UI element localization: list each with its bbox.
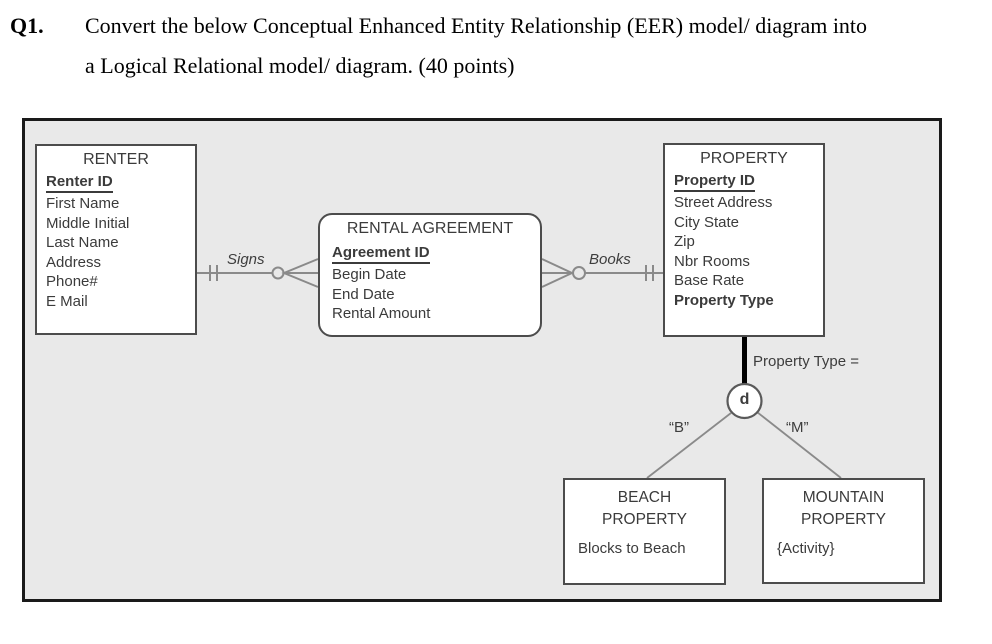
entity-renter-attributes: Renter ID First Name Middle Initial Last…: [37, 169, 195, 311]
entity-rental-agreement: RENTAL AGREEMENT Agreement ID Begin Date…: [318, 213, 542, 337]
attr-email: E Mail: [46, 292, 88, 310]
attr-blocks-to-beach: Blocks to Beach: [578, 540, 686, 557]
attr-property-id: Property ID: [674, 172, 755, 192]
attr-street-address: Street Address: [674, 194, 773, 211]
attr-begin-date: Begin Date: [332, 266, 407, 283]
entity-beach-property: BEACH PROPERTY Blocks to Beach: [563, 478, 726, 585]
entity-mountain-property: MOUNTAIN PROPERTY {Activity}: [762, 478, 925, 584]
attr-address: Address: [46, 253, 102, 271]
attr-nbr-rooms: Nbr Rooms: [674, 252, 750, 270]
books-relationship-label: Books: [589, 251, 631, 268]
question-number: Q1.: [10, 13, 44, 38]
attr-agreement-id: Agreement ID: [332, 244, 430, 264]
mountain-subtype-value-label: “M”: [786, 419, 809, 436]
attr-phone: Phone#: [46, 273, 98, 290]
attr-property-type: Property Type: [674, 291, 774, 309]
entity-beach-property-title: BEACH PROPERTY: [602, 489, 687, 528]
entity-renter-title: RENTER: [83, 151, 149, 168]
entity-property: PROPERTY Property ID Street Address City…: [663, 143, 825, 337]
attr-zip: Zip: [674, 233, 695, 250]
entity-renter: RENTER Renter ID First Name Middle Initi…: [35, 144, 197, 335]
attr-rental-amount: Rental Amount: [332, 305, 431, 322]
attr-city-state: City State: [674, 213, 740, 231]
entity-mountain-property-title: MOUNTAIN PROPERTY: [801, 489, 886, 528]
attr-last-name: Last Name: [46, 234, 119, 251]
attr-renter-id: Renter ID: [46, 173, 113, 193]
entity-rental-agreement-title: RENTAL AGREEMENT: [346, 220, 514, 237]
subtype-discriminator-label: Property Type =: [753, 353, 860, 370]
entity-property-attributes: Property ID Street Address City State Zi…: [665, 168, 823, 310]
entity-property-title: PROPERTY: [700, 150, 788, 167]
signs-relationship-label: Signs: [227, 251, 265, 268]
question-text-line1: Convert the below Conceptual Enhanced En…: [85, 13, 868, 38]
attr-middle-initial: Middle Initial: [46, 214, 130, 232]
attr-base-rate: Base Rate: [674, 272, 745, 289]
disjoint-d-label: d: [739, 391, 750, 408]
question-text-line2: a Logical Relational model/ diagram. (40…: [85, 53, 515, 78]
beach-subtype-value-label: “B”: [669, 419, 689, 436]
entity-rental-agreement-attributes: Agreement ID Begin Date End Date Rental …: [320, 238, 540, 324]
attr-activity: {Activity}: [777, 540, 835, 557]
attr-first-name: First Name: [46, 195, 120, 212]
attr-end-date: End Date: [332, 285, 395, 303]
